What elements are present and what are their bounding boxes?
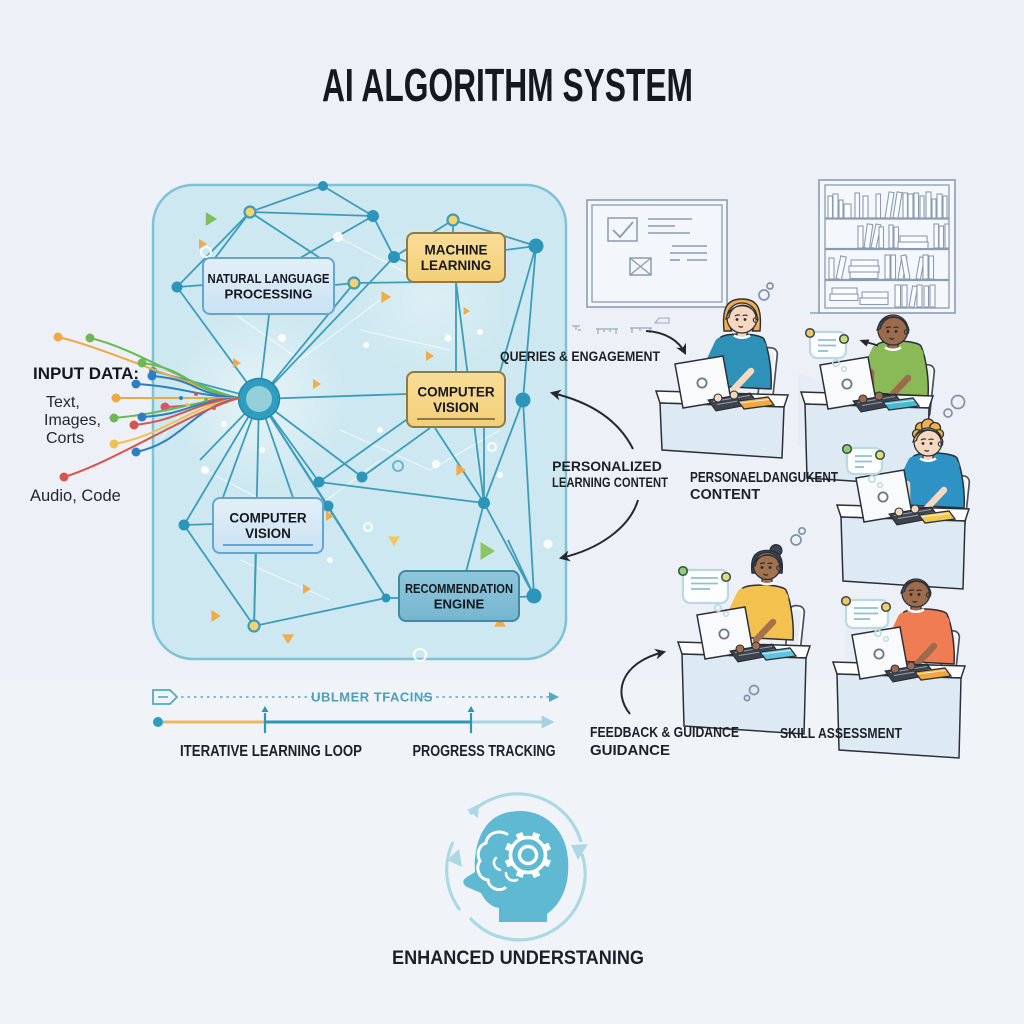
svg-text:PROCESSING: PROCESSING xyxy=(225,287,313,302)
svg-text:FEEDBACK & GUIDANCE: FEEDBACK & GUIDANCE xyxy=(590,724,739,741)
svg-text:MACHINE: MACHINE xyxy=(425,243,488,258)
svg-text:LEARNING CONTENT: LEARNING CONTENT xyxy=(552,474,668,490)
svg-text:COMPUTER: COMPUTER xyxy=(229,511,307,526)
svg-text:PERSONAELDANGUKENT: PERSONAELDANGUKENT xyxy=(690,470,838,486)
svg-text:LEARNING: LEARNING xyxy=(421,258,492,273)
svg-text:ITERATIVE LEARNING LOOP: ITERATIVE LEARNING LOOP xyxy=(180,743,362,760)
svg-text:SKILL ASSESSMENT: SKILL ASSESSMENT xyxy=(780,725,902,742)
svg-text:NATURAL LANGUAGE: NATURAL LANGUAGE xyxy=(208,271,330,286)
svg-text:INPUT DATA:: INPUT DATA: xyxy=(33,364,139,383)
svg-text:VISION: VISION xyxy=(433,400,479,415)
svg-text:ENGINE: ENGINE xyxy=(434,597,485,612)
svg-text:Corts: Corts xyxy=(46,430,84,447)
svg-text:GUIDANCE: GUIDANCE xyxy=(590,742,670,759)
svg-text:VISION: VISION xyxy=(245,526,291,541)
svg-text:UBLMER TFACINS: UBLMER TFACINS xyxy=(311,690,433,705)
svg-text:Audio, Code: Audio, Code xyxy=(30,487,121,505)
svg-text:AI ALGORITHM SYSTEM: AI ALGORITHM SYSTEM xyxy=(322,59,693,111)
svg-text:Text,: Text, xyxy=(46,394,80,411)
svg-text:QUERIES & ENGAGEMENT: QUERIES & ENGAGEMENT xyxy=(500,348,660,364)
svg-text:PROGRESS TRACKING: PROGRESS TRACKING xyxy=(413,743,556,760)
svg-text:PERSONALIZED: PERSONALIZED xyxy=(552,458,662,474)
svg-text:RECOMMENDATION: RECOMMENDATION xyxy=(405,581,513,596)
svg-text:Images,: Images, xyxy=(44,412,101,429)
svg-text:COMPUTER: COMPUTER xyxy=(417,385,495,400)
svg-text:CONTENT: CONTENT xyxy=(690,487,760,503)
svg-text:ENHANCED UNDERSTANING: ENHANCED UNDERSTANING xyxy=(392,948,644,969)
